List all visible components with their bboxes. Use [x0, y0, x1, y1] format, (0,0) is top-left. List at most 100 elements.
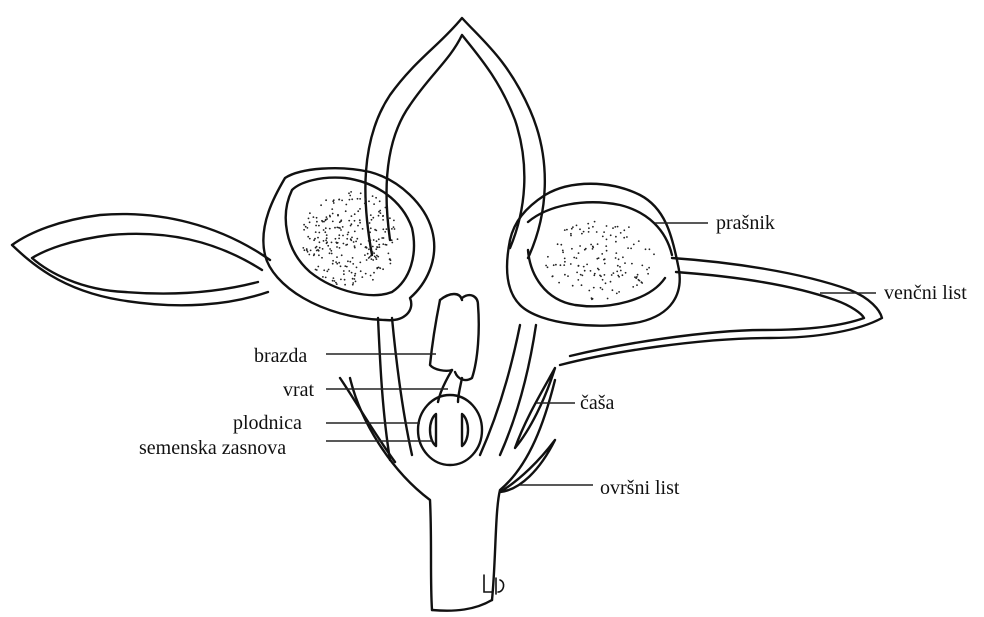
stipple-dot	[340, 229, 342, 231]
label-brazda: brazda	[254, 345, 436, 367]
stipple-dot	[366, 259, 368, 261]
stipple-dot	[377, 256, 379, 258]
stipple-dot	[360, 243, 362, 245]
stipple-dot	[349, 261, 351, 263]
stipple-dot	[303, 229, 305, 231]
stipple-dot	[376, 240, 378, 242]
stipple-dot	[385, 207, 387, 209]
stipple-dot	[368, 200, 370, 202]
stipple-dot	[373, 272, 375, 274]
stipple-dot	[606, 239, 608, 241]
stipple-dot	[379, 200, 381, 202]
stipple-dot	[606, 225, 608, 227]
stipple-dot	[593, 287, 595, 289]
stipple-dot	[313, 216, 315, 218]
stipple-dot	[630, 248, 632, 250]
stipple-dot	[359, 222, 361, 224]
label-vencni-list-text: venčni list	[884, 282, 967, 304]
stipple-dot	[317, 266, 319, 268]
stipple-dot	[356, 267, 358, 269]
stipple-dot	[359, 208, 361, 210]
stipple-dot	[351, 223, 353, 225]
stipple-dot	[348, 220, 350, 222]
stipple-dot	[606, 250, 608, 252]
label-vencni-list: venčni list	[820, 282, 967, 304]
stipple-dot	[350, 239, 352, 241]
stipple-dot	[336, 242, 338, 244]
stipple-dot	[351, 272, 353, 274]
stipple-dot	[372, 195, 374, 197]
stipple-dot	[581, 284, 583, 286]
stipple-dot	[342, 235, 344, 237]
stipple-dot	[348, 232, 350, 234]
stipple-dot	[645, 248, 647, 250]
stipple-dot	[354, 220, 356, 222]
stipple-dot	[314, 238, 316, 240]
stipple-dot	[308, 254, 310, 256]
label-casa-text: čaša	[580, 392, 615, 414]
stipple-dot	[302, 247, 304, 249]
stipple-dot	[338, 238, 340, 240]
stipple-dot	[625, 272, 627, 274]
stipple-dot	[583, 266, 585, 268]
stipple-dot	[370, 239, 372, 241]
label-ovrsni-list: ovršni list	[520, 477, 680, 499]
stipple-dot	[326, 216, 328, 218]
stipple-dot	[372, 259, 374, 261]
stipple-dot	[615, 252, 617, 254]
stipple-dot	[345, 204, 347, 206]
stipple-dot	[573, 257, 575, 259]
stipple-dot	[347, 260, 349, 262]
stipple-dot	[576, 272, 578, 274]
stipple-dot	[378, 244, 380, 246]
stipple-dot	[352, 284, 354, 286]
stipple-dot	[618, 258, 620, 260]
stipple-dot	[336, 246, 338, 248]
stipple-dot	[558, 282, 560, 284]
stipple-dot	[329, 248, 331, 250]
stipple-dot	[316, 269, 318, 271]
stipple-dot	[653, 253, 655, 255]
stipple-dot	[331, 208, 333, 210]
stipple-dot	[391, 242, 393, 244]
stipple-dot	[331, 242, 333, 244]
stipple-dot	[562, 251, 564, 253]
stipple-dot	[326, 242, 328, 244]
stipple-dot	[332, 280, 334, 282]
stipple-dot	[564, 229, 566, 231]
stipple-dot	[354, 247, 356, 249]
stipple-dot	[320, 204, 322, 206]
stipple-dot	[307, 236, 309, 238]
stipple-dot	[381, 237, 383, 239]
stipple-dot	[324, 231, 326, 233]
stipple-dot	[382, 243, 384, 245]
stipple-dot	[347, 234, 349, 236]
stipple-dot	[607, 298, 609, 300]
stipple-dot	[384, 231, 386, 233]
stipple-dot	[612, 289, 614, 291]
stipple-dot	[306, 248, 308, 250]
stipple-dot	[613, 272, 615, 274]
stipple-dot	[352, 282, 354, 284]
stipple-dot	[588, 227, 590, 229]
stipple-dot	[378, 211, 380, 213]
stipple-dot	[338, 262, 340, 264]
stipple-dot	[355, 281, 357, 283]
stipple-dot	[639, 280, 641, 282]
stipple-dot	[373, 252, 375, 254]
stipple-dot	[345, 210, 347, 212]
stipple-dot	[602, 279, 604, 281]
stipple-dot	[570, 235, 572, 237]
stipple-dot	[359, 262, 361, 264]
label-vrat-text: vrat	[283, 379, 315, 401]
stipple-dot	[572, 285, 574, 287]
stipple-dot	[571, 248, 573, 250]
stipple-dot	[567, 275, 569, 277]
stipple-dot	[597, 243, 599, 245]
stipple-dot	[339, 221, 341, 223]
stipple-dot	[352, 278, 354, 280]
stipple-dot	[330, 250, 332, 252]
stipple-dot	[318, 232, 320, 234]
stipple-dot	[587, 223, 589, 225]
stipple-dot	[564, 274, 566, 276]
